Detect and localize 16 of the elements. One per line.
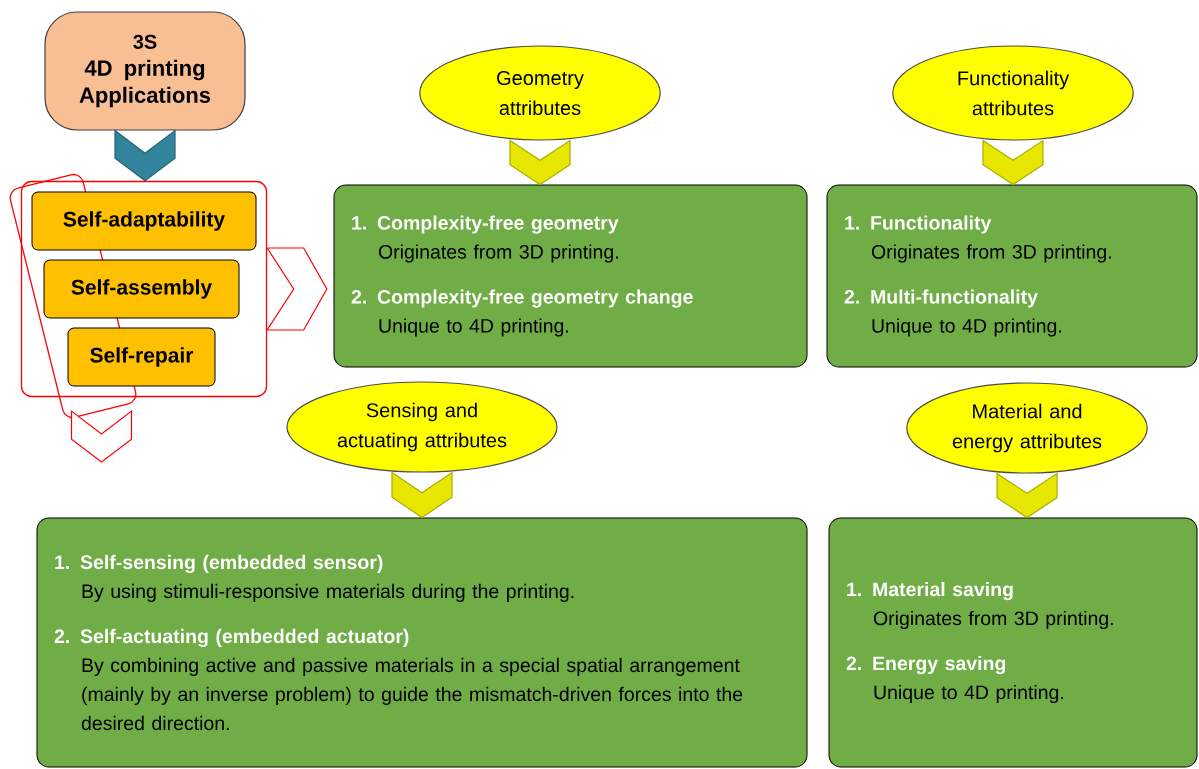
item-box: Self-adaptability [31, 191, 257, 251]
chevron-arrow [509, 139, 571, 186]
attribute-box: 1. Self-sensing (embedded sensor) By using stimuli-responsive materials during the printing. 2. Self-actuating (embedded actuator) By combining active and passive materials in a special spatial arrangement (mainly by an inverse problem) to guide the mismatch-driven forces into the desired direction. [36, 517, 808, 768]
title-box: 3S 4D printing Applications [44, 11, 246, 131]
item-box: Self-assembly [43, 259, 240, 319]
chevron-arrow [391, 471, 453, 519]
attribute-box: 1. Functionality Originates from 3D printing. 2. Multi-functionality Unique to 4D printing. [826, 184, 1198, 368]
group-frame [20, 180, 268, 398]
chevron-arrow [114, 129, 176, 182]
item-box: Self-repair [67, 327, 216, 387]
attribute-box: 1. Material saving Originates from 3D printing. 2. Energy saving Unique to 4D printing. [828, 517, 1198, 768]
chevron-arrow [982, 139, 1044, 186]
chevron-arrow [266, 247, 328, 331]
attribute-box: 1. Complexity-free geometry Originates from 3D printing. 2. Complexity-free geometry change Unique to 4D printing. [333, 184, 808, 368]
chevron-arrow [996, 472, 1058, 519]
chevron-arrow [70, 409, 133, 463]
